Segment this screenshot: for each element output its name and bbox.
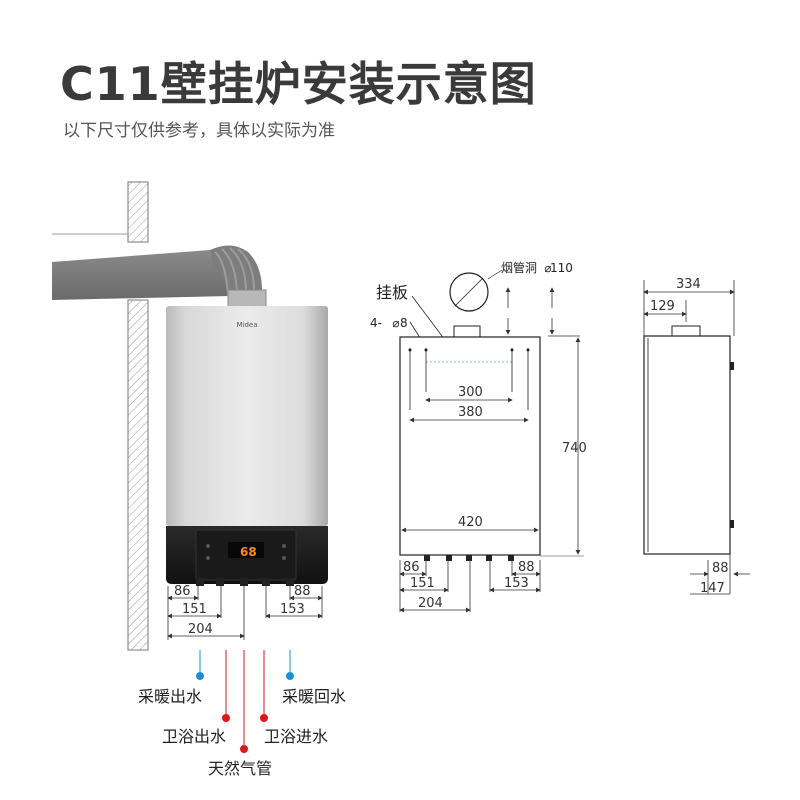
front-dim-86: 86 — [403, 560, 420, 575]
photo-dim-153: 153 — [280, 602, 305, 617]
bath-in-dot — [260, 714, 268, 722]
label-heating-return: 采暖回水 — [282, 687, 346, 706]
display-reading: 68 — [240, 545, 257, 559]
flue-arrows — [505, 287, 580, 337]
photo-dim-88: 88 — [294, 584, 311, 599]
control-panel: 68 — [166, 526, 328, 584]
dim-88-side: 88 — [712, 561, 729, 576]
photo-dimension-lines — [167, 586, 323, 640]
brand-logo: Midea — [236, 321, 257, 329]
heating-out-dot — [196, 672, 204, 680]
holes-label: 4- — [370, 316, 382, 330]
page-subtitle: 以下尺寸仅供参考，具体以实际为准 — [63, 121, 335, 141]
bracket-label: 挂板 — [376, 283, 408, 302]
pipe-connectors — [196, 578, 294, 586]
side-bottom-dimension-lines — [690, 554, 750, 595]
photo-dim-151: 151 — [182, 602, 207, 617]
flue-dia-symbol: ⌀ — [544, 261, 552, 275]
front-dimension-lines — [399, 560, 541, 613]
photo-dim-86: 86 — [174, 584, 191, 599]
label-heating-out: 采暖出水 — [138, 687, 202, 706]
side-body — [643, 335, 731, 555]
dim-740: 740 — [562, 441, 587, 456]
label-gas-pipe: 天然气管 — [208, 759, 272, 778]
side-top-dimension-lines — [643, 280, 735, 336]
dim-380: 380 — [458, 405, 483, 420]
dim-420: 420 — [458, 515, 483, 530]
dim-147: 147 — [700, 581, 725, 596]
flue-dia: 110 — [550, 261, 573, 275]
photo-dim-204: 204 — [188, 622, 213, 637]
heating-return-dot — [286, 672, 294, 680]
dim-334: 334 — [676, 277, 701, 292]
front-view-drawing: 烟管洞 ⌀ 110 挂板 4- ⌀ 8 — [370, 260, 587, 613]
page-title: C11壁挂炉安装示意图 — [60, 57, 537, 111]
label-bath-in: 卫浴进水 — [264, 727, 328, 746]
boiler-illustration: Midea 68 — [52, 181, 346, 778]
dim-129: 129 — [650, 299, 675, 314]
front-dim-151: 151 — [410, 576, 435, 591]
holes-dia: 8 — [400, 316, 408, 330]
gas-dot — [240, 745, 248, 753]
display-screen — [228, 542, 264, 558]
boiler-body — [166, 306, 328, 526]
bath-out-dot — [222, 714, 230, 722]
wall-section — [52, 181, 149, 651]
front-dim-88: 88 — [518, 560, 535, 575]
pipe-lines — [199, 650, 291, 745]
label-bath-out: 卫浴出水 — [162, 727, 226, 746]
holes-dia-symbol: ⌀ — [392, 316, 400, 330]
flue-label: 烟管洞 — [501, 260, 537, 275]
flue-duct — [52, 245, 267, 313]
front-dim-153: 153 — [504, 576, 529, 591]
front-dim-204: 204 — [418, 596, 443, 611]
dim-300: 300 — [458, 385, 483, 400]
front-pipe-connectors — [424, 555, 514, 561]
side-flue-connector — [671, 325, 701, 337]
flue-hole — [449, 272, 489, 312]
side-view-drawing: 334 129 88 147 — [643, 277, 750, 596]
front-flue-connector — [453, 325, 481, 339]
mounting-holes — [409, 348, 529, 410]
